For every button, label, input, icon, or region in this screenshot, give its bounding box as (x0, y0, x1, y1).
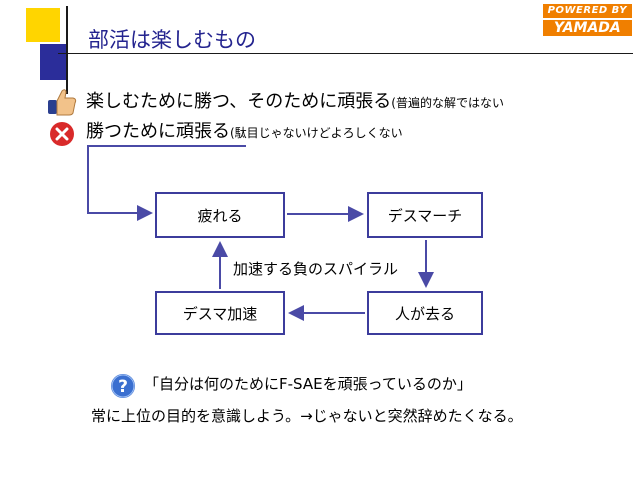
x-circle-icon (50, 122, 74, 146)
decor-blue-square (40, 44, 68, 80)
question-mark-icon: ? (111, 374, 135, 398)
decor-horizontal-rule (58, 53, 633, 54)
conclusion-text: 常に上位の目的を意識しよう。→じゃないと突然辞めたくなる。 (91, 407, 523, 425)
brand-logo: POWERED BY YAMADA (542, 4, 632, 36)
bullet-bad: 勝つために頑張る(駄目じゃないけどよろしくない (86, 120, 403, 145)
slide-title: 部活は楽しむもの (88, 28, 256, 52)
thumbs-up-icon (48, 89, 77, 116)
bullet-bad-main: 勝つために頑張る (86, 121, 230, 142)
decor-vertical-rule (66, 6, 68, 94)
arrow-bullet-to-tired (87, 145, 246, 221)
question-text: 「自分は何のためにF-SAEを頑張っているのか」 (144, 375, 472, 393)
bullet-good-main: 楽しむために勝つ、そのために頑張る (86, 91, 392, 112)
svg-text:?: ? (118, 377, 128, 397)
bullet-good-note: (普遍的な解ではない (391, 96, 504, 110)
bullet-good: 楽しむために勝つ、そのために頑張る(普遍的な解ではない (86, 90, 504, 115)
brand-line-1: POWERED BY (542, 4, 632, 18)
node-tired: 疲れる (155, 192, 285, 238)
bullet-bad-note: (駄目じゃないけどよろしくない (230, 126, 403, 140)
brand-line-2: YAMADA (542, 20, 632, 36)
spiral-label: 加速する負のスパイラル (233, 260, 399, 278)
node-deathmarch-accelerates: デスマ加速 (155, 291, 285, 335)
decor-yellow-square (26, 8, 60, 42)
node-deathmarch: デスマーチ (367, 192, 483, 238)
node-people-leave: 人が去る (367, 291, 483, 335)
